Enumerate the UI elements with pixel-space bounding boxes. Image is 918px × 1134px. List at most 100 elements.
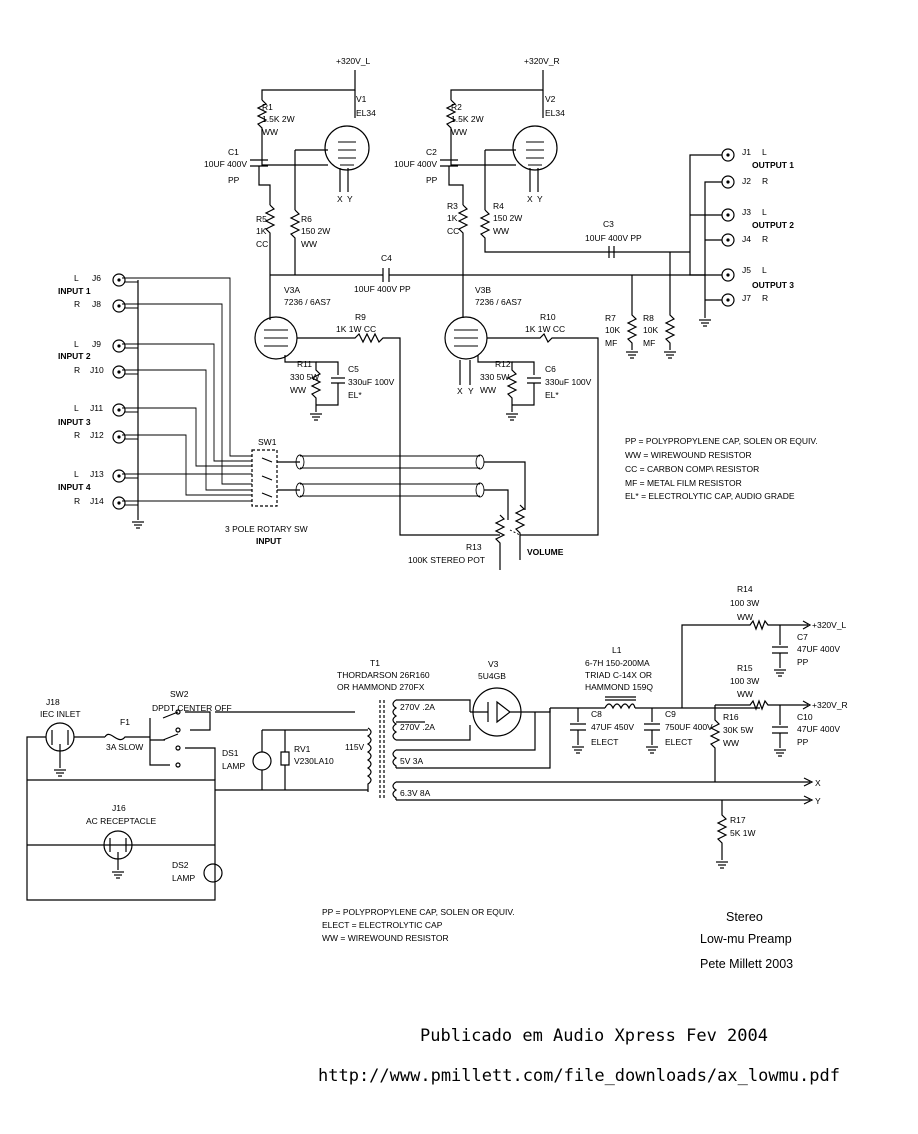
c9-value: 750UF 400V	[665, 722, 713, 732]
sw1-desc: 3 POLE ROTARY SW	[225, 524, 308, 534]
r15-note: WW	[737, 689, 753, 699]
r14-ref: R14	[737, 584, 753, 594]
output-2-label: OUTPUT 2	[752, 220, 794, 230]
v1-stage: +320V_L R1 1.5K 2W WW V1 EL34 X Y C1 10U…	[204, 56, 376, 275]
c5-value: 330uF 100V	[348, 377, 395, 387]
r13-name: VOLUME	[527, 547, 564, 557]
input-j9-ch: L	[74, 339, 79, 349]
input-j12-ref: J12	[90, 430, 104, 440]
v2-tube-symbol	[512, 125, 558, 171]
input-j8-ch: R	[74, 299, 80, 309]
l1-ref: L1	[612, 645, 622, 655]
input-1-label: INPUT 1	[58, 286, 91, 296]
v2-type: EL34	[545, 108, 565, 118]
r11-value: 330 5W	[290, 372, 319, 382]
r7-r8: R7 10K MF R8 10K MF	[605, 252, 677, 359]
ps-out-320v-r: +320V_R	[812, 700, 848, 710]
r6-value: 150 2W	[301, 226, 330, 236]
input-j6-ch: L	[74, 273, 79, 283]
sw1-switch: SW1 3 POLE ROTARY SW INPUT	[225, 437, 526, 546]
input-j11-ch: L	[74, 403, 79, 413]
r8-value: 10K	[643, 325, 658, 335]
output-jacks: J1 L J2 R J3 L J4 R J5 L J7 R OUTPUT 1 O…	[689, 147, 794, 327]
r13-ref: R13	[466, 542, 482, 552]
l1-line2: TRIAD C-14X OR	[585, 670, 652, 680]
footer-published: Publicado em Audio Xpress Fev 2004	[420, 1026, 768, 1046]
input-jacks: L J6 R J8 L J9 R J10 L J11 R J12 L J13 R…	[58, 273, 252, 529]
v3b-pin-y: Y	[468, 386, 474, 396]
output-j5-ref: J5	[742, 265, 751, 275]
c5-ref: C5	[348, 364, 359, 374]
c6-ref: C6	[545, 364, 556, 374]
output-3-label: OUTPUT 3	[752, 280, 794, 290]
j16-desc: AC RECEPTACLE	[86, 816, 157, 826]
legend-top-line-3: CC = CARBON COMP\ RESISTOR	[625, 464, 759, 474]
input-j13-ref: J13	[90, 469, 104, 479]
power-supply: J18 IEC INLET F1 3A SLOW SW2 DPDT CENTER…	[26, 584, 848, 901]
v3a-stage: V3A 7236 / 6AS7 R9 1K 1W CC R11 330 5W W…	[254, 275, 500, 536]
r7-ref: R7	[605, 313, 616, 323]
v3b-ref: V3B	[475, 285, 491, 295]
v3b-type: 7236 / 6AS7	[475, 297, 522, 307]
ps-out-y: Y	[815, 796, 821, 806]
r3-value: 1K	[447, 213, 458, 223]
r4-note: WW	[493, 226, 509, 236]
c6-value: 330uF 100V	[545, 377, 592, 387]
ps-out-320v-l: +320V_L	[812, 620, 847, 630]
input-j8-ref: J8	[92, 299, 101, 309]
input-3-label: INPUT 3	[58, 417, 91, 427]
rail-320v-r-label: +320V_R	[524, 56, 560, 66]
ps-out-x: X	[815, 778, 821, 788]
input-jack-j6	[112, 273, 126, 287]
output-j2-ch: R	[762, 176, 768, 186]
c9-ref: C9	[665, 709, 676, 719]
c10-value: 47UF 400V	[797, 724, 840, 734]
r10-ref: R10	[540, 312, 556, 322]
r5-note: CC	[256, 239, 268, 249]
legend-top-line-2: WW = WIREWOUND RESISTOR	[625, 450, 752, 460]
input-jack-j10	[112, 365, 126, 379]
j18-ref: J18	[46, 697, 60, 707]
output-jack-j4	[721, 233, 735, 247]
t1-winding-1: 270V .2A	[400, 702, 435, 712]
c5-note: EL*	[348, 390, 362, 400]
ds1-lamp-symbol	[252, 751, 272, 771]
r3-note: CC	[447, 226, 459, 236]
coupling-caps: C3 10UF 400V PP C4 10UF 400V PP	[270, 219, 705, 294]
v3-ref: V3	[488, 659, 499, 669]
ds2-lamp-symbol	[203, 863, 223, 883]
c9-note: ELECT	[665, 737, 692, 747]
r5-value: 1K	[256, 226, 267, 236]
f1-value: 3A SLOW	[106, 742, 143, 752]
v3-type: 5U4GB	[478, 671, 506, 681]
r8-ref: R8	[643, 313, 654, 323]
v2-pin-x: X	[527, 194, 533, 204]
output-1-label: OUTPUT 1	[752, 160, 794, 170]
r13-value: 100K STEREO POT	[408, 555, 485, 565]
j16-ref: J16	[112, 803, 126, 813]
r16-ref: R16	[723, 712, 739, 722]
input-jack-j12	[112, 430, 126, 444]
output-jack-j3	[721, 208, 735, 222]
legend-top-line-4: MF = METAL FILM RESISTOR	[625, 478, 742, 488]
r4-ref: R4	[493, 201, 504, 211]
t1-winding-5: 115V	[345, 742, 365, 752]
v3a-ref: V3A	[284, 285, 300, 295]
c7-value: 47UF 400V	[797, 644, 840, 654]
legend-bottom-line-1: PP = POLYPROPYLENE CAP, SOLEN OR EQUIV.	[322, 907, 515, 917]
sw2-ref: SW2	[170, 689, 189, 699]
c1-note: PP	[228, 175, 240, 185]
r2-note: WW	[451, 127, 467, 137]
v2-stage: +320V_R R2 1.5K 2W WW V2 EL34 X Y C2 10U…	[394, 56, 690, 290]
r14-value: 100 3W	[730, 598, 759, 608]
input-jack-j9	[112, 339, 126, 353]
c7-note: PP	[797, 657, 809, 667]
r7-note: MF	[605, 338, 617, 348]
t1-winding-3: 5V 3A	[400, 756, 423, 766]
output-j5-ch: L	[762, 265, 767, 275]
output-j3-ch: L	[762, 207, 767, 217]
r9-ref: R9	[355, 312, 366, 322]
c1-ref: C1	[228, 147, 239, 157]
output-j3-ref: J3	[742, 207, 751, 217]
r13-volume-pot: R13 100K STEREO POT VOLUME	[408, 504, 564, 570]
